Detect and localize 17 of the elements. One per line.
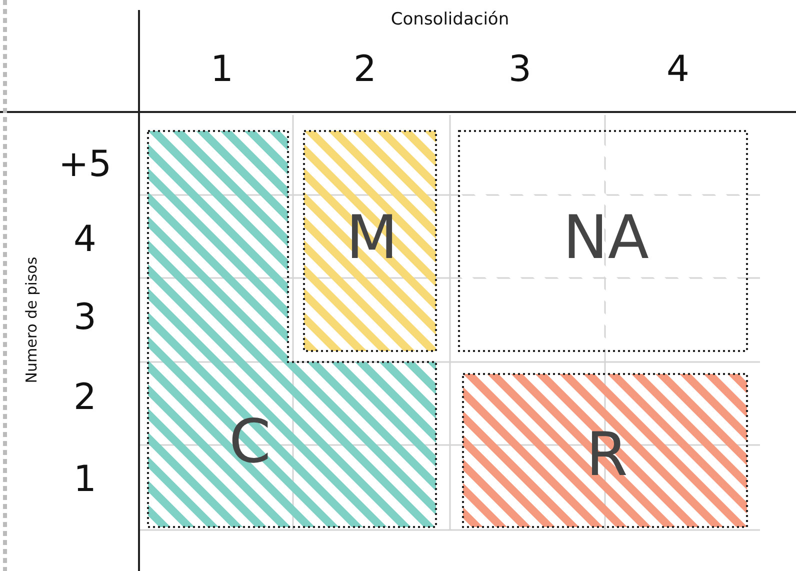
column-number: 4 [666,52,690,88]
hatched-region [462,373,748,528]
region-label: NA [563,208,649,268]
axis-title: Numero de pisos [24,256,40,384]
column-number: 2 [354,52,376,88]
row-number: 1 [74,462,96,498]
row-number: +5 [58,147,112,183]
row-number: 2 [74,380,96,416]
hatched-region [303,130,437,352]
region-label: R [586,425,628,485]
hatched-region [458,130,748,352]
row-number: 3 [74,300,96,336]
axis-title: Consolidación [390,12,510,28]
column-number: 3 [508,52,532,88]
row-number: 4 [74,222,96,258]
column-number: 1 [210,52,234,88]
hatched-region [147,130,437,528]
